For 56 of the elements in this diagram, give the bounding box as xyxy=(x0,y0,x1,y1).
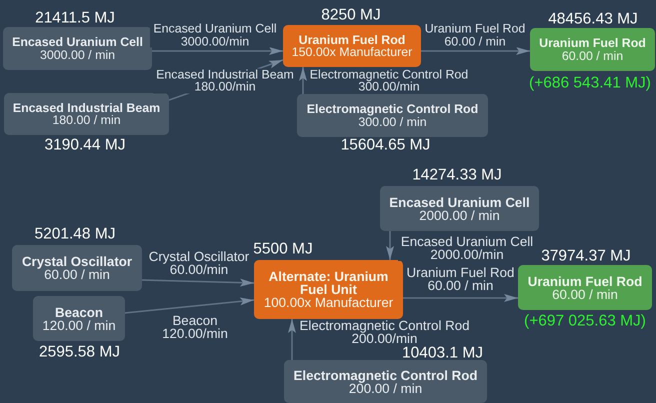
machine-box xyxy=(283,25,421,67)
energy-value: 8250 MJ xyxy=(321,8,381,22)
rate-text: 180.00 / min xyxy=(52,114,121,126)
rate-text: 60.00 / min xyxy=(44,268,110,281)
energy-value: 48456.43 MJ xyxy=(548,12,638,26)
rate-text: 60.00 / min xyxy=(562,50,624,62)
resource-box xyxy=(4,93,169,135)
edge-label: Crystal Oscillator 60.00/min xyxy=(146,250,252,276)
item-name: Electromagnetic Control Rod xyxy=(294,368,478,382)
rate-text: 150.00x Manufacturer xyxy=(292,46,412,58)
energy-value: 37974.37 MJ xyxy=(541,248,631,264)
rate-text: 60.00 / min xyxy=(552,288,618,300)
resource-box xyxy=(3,27,152,70)
output-box xyxy=(530,28,655,71)
item-name: Uranium Fuel Rod xyxy=(298,34,406,46)
item-name: Crystal Oscillator xyxy=(22,255,132,268)
item-name: Encased Uranium Cell xyxy=(12,36,143,48)
arrow xyxy=(421,47,530,55)
resource-box xyxy=(33,296,125,341)
item-name: Encased Industrial Beam xyxy=(12,102,160,114)
arrow xyxy=(124,297,254,314)
rate-text: 2000.00 / min xyxy=(419,208,500,222)
energy-value: 21411.5 MJ xyxy=(35,10,115,25)
item-name: Uranium Fuel Rod xyxy=(539,37,646,50)
item-name: Electromagnetic Control Rod xyxy=(306,103,478,116)
arrow xyxy=(142,278,254,287)
resource-box xyxy=(297,94,488,137)
energy-value: 15604.65 MJ xyxy=(340,138,430,152)
output-box xyxy=(518,265,652,310)
energy-value: 5500 MJ xyxy=(253,242,313,256)
arrow xyxy=(386,231,394,260)
edge-label: Beacon 120.00/min xyxy=(160,314,230,340)
item-name: Beacon xyxy=(54,306,104,318)
energy-value: 5201.48 MJ xyxy=(34,226,116,242)
arrow xyxy=(299,67,307,94)
machine-box xyxy=(254,260,403,319)
arrow xyxy=(403,294,518,302)
energy-value: 2595.58 MJ xyxy=(39,344,120,360)
energy-surplus: (+686 543.41 MJ) xyxy=(529,76,651,90)
rate-text: 100.00x Manufacturer xyxy=(264,296,394,309)
resource-box xyxy=(284,360,487,403)
resource-box xyxy=(380,186,539,231)
item-name: Uranium Fuel Rod xyxy=(528,274,642,288)
rate-text: 200.00 / min xyxy=(348,382,422,394)
arrow xyxy=(288,319,296,360)
item-name: Alternate: Uranium Fuel Unit xyxy=(268,270,390,296)
rate-text: 300.00 / min xyxy=(358,116,427,128)
arrow xyxy=(152,47,283,55)
energy-value: 3190.44 MJ xyxy=(44,138,126,152)
rate-text: 3000.00 / min xyxy=(40,48,116,61)
rate-text: 120.00 / min xyxy=(42,318,116,332)
resource-box xyxy=(12,245,142,291)
item-name: Encased Uranium Cell xyxy=(389,196,530,208)
energy-value: 10403.1 MJ xyxy=(402,345,483,360)
energy-value: 14274.33 MJ xyxy=(412,168,502,182)
energy-surplus: (+697 025.63 MJ) xyxy=(524,314,646,328)
